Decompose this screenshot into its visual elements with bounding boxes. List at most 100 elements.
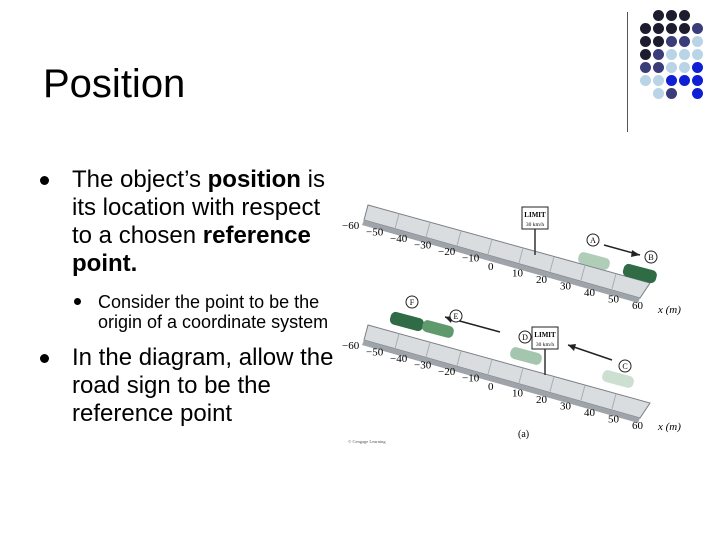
road-seam [580, 265, 586, 281]
tick-label: −10 [462, 253, 480, 265]
decorative-dot [692, 36, 703, 47]
bullet-marker [40, 354, 49, 363]
marker-a [586, 233, 600, 247]
decorative-dot [666, 62, 677, 73]
bullet-text-bold-reference: reference point. [72, 222, 311, 277]
marker-d-label: D [522, 333, 528, 342]
road-diagram: LIMIT 30 km/h A B x (m) −60−50−40−30−20−… [342, 204, 681, 444]
decorative-dot [653, 88, 664, 99]
marker-c [618, 359, 632, 373]
tick-label: 60 [632, 300, 644, 312]
tick-label: −50 [366, 347, 384, 359]
tick-label: 60 [632, 420, 644, 432]
road-seam [425, 342, 431, 358]
decorative-dot [653, 49, 664, 60]
top-road: LIMIT 30 km/h A B x (m) −60−50−40−30−20−… [342, 204, 681, 316]
marker-c-label: C [622, 362, 627, 371]
road-seam [456, 230, 462, 246]
road-seam [580, 385, 586, 401]
road-surface [363, 204, 651, 299]
slide-title: Position [43, 62, 186, 106]
tick-label: 40 [584, 407, 596, 419]
tick-label: −60 [342, 220, 360, 232]
tick-label: 50 [608, 414, 620, 426]
decorative-dot [640, 62, 651, 73]
road-edge [362, 340, 640, 423]
decorative-dot [666, 36, 677, 47]
road-seam [611, 273, 617, 289]
tick-label: −20 [438, 366, 456, 378]
marker-a-label: A [590, 236, 596, 245]
bullet-list: The object’s position is its location wi… [40, 166, 345, 428]
decorative-dot [666, 75, 677, 86]
sign-speed-text: 30 km/h [526, 222, 544, 228]
decorative-dot [679, 36, 690, 47]
decorative-dot [640, 36, 651, 47]
arrow-head [631, 250, 640, 257]
decorative-dot [640, 23, 651, 34]
tick-label: 0 [488, 381, 494, 393]
decorative-dot [653, 23, 664, 34]
tick-label: −60 [342, 340, 360, 352]
decorative-dot [666, 49, 677, 60]
bullet-text-pre: The object’s [72, 166, 208, 193]
tick-label: −30 [414, 360, 432, 372]
bullet-marker [40, 176, 49, 185]
decorative-dot [653, 75, 664, 86]
tick-label: 10 [512, 268, 524, 280]
divider-line [627, 12, 628, 132]
figure-credit: © Cengage Learning [348, 439, 386, 444]
tick-label: 0 [488, 261, 494, 273]
bullet-diagram: In the diagram, allow the road sign to b… [40, 344, 345, 428]
road-seam [394, 333, 400, 349]
bullet-text-diagram: In the diagram, allow the road sign to b… [72, 344, 334, 427]
decorative-dot [653, 62, 664, 73]
decorative-dot [653, 36, 664, 47]
tick-label: 30 [560, 401, 572, 413]
decorative-dot [692, 88, 703, 99]
decorative-dot [666, 23, 677, 34]
speed-sign [521, 206, 549, 230]
decorative-dot [679, 75, 690, 86]
decorative-dot [692, 62, 703, 73]
sign-limit-text: LIMIT [534, 331, 556, 339]
marker-b-label: B [648, 253, 653, 262]
marker-e [449, 309, 463, 323]
speed-sign [531, 326, 559, 350]
decorative-dot [692, 49, 703, 60]
marker-d [518, 330, 532, 344]
marker-b [644, 250, 658, 264]
decorative-dot-grid [640, 10, 720, 120]
road-seam [456, 350, 462, 366]
decorative-dot [679, 62, 690, 73]
figure-caption: (a) [518, 429, 529, 440]
decorative-dot [653, 10, 664, 21]
road-seam [425, 222, 431, 238]
decorative-dot [692, 75, 703, 86]
decorative-dot [679, 10, 690, 21]
tick-label: 20 [536, 274, 548, 286]
axis-label: x (m) [657, 421, 681, 433]
decorative-dot [640, 75, 651, 86]
arrow-c-to-d [567, 344, 613, 361]
tick-label: −30 [414, 240, 432, 252]
marker-f [405, 295, 419, 309]
road-seam [518, 367, 524, 384]
tick-label: 50 [608, 294, 620, 306]
road-seam [487, 359, 493, 375]
decorative-dot [679, 49, 690, 60]
decorative-dot [692, 23, 703, 34]
car-f [389, 311, 424, 332]
axis-label: x (m) [657, 304, 681, 316]
tick-label: −40 [390, 353, 408, 365]
car-d [510, 347, 542, 365]
tick-label: 30 [560, 281, 572, 293]
road-seam [487, 239, 493, 255]
bullet-position: The object’s position is its location wi… [40, 166, 345, 278]
car-c [602, 370, 634, 388]
sub-bullet-text: Consider the point to be the origin of a… [98, 292, 329, 332]
tick-label: −50 [366, 227, 384, 239]
decorative-dot [640, 49, 651, 60]
arrow-head [568, 344, 576, 351]
tick-label: 40 [584, 287, 596, 299]
